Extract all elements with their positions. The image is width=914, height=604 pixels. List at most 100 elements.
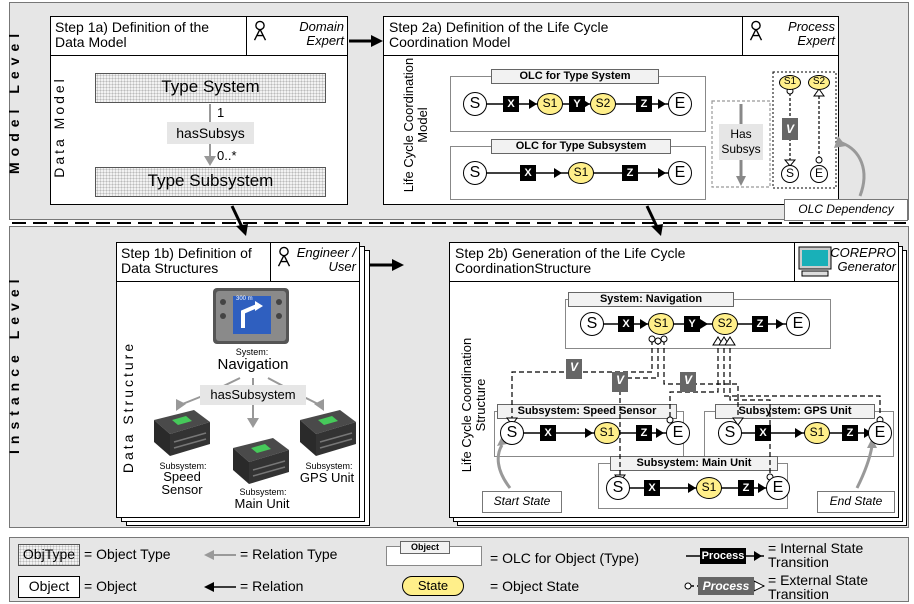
card-bottom: 0..* — [217, 148, 237, 163]
state-E: E — [668, 161, 692, 185]
state-S1: S1 — [696, 477, 722, 499]
proc-Z: Z — [738, 480, 754, 496]
proc-Z: Z — [636, 425, 652, 441]
ecu-device-icon — [233, 438, 289, 484]
state-E: E — [666, 421, 690, 445]
ecu-device-icon — [154, 410, 210, 456]
step2b-title: Step 2b) Generation of the Life Cycle Co… — [455, 245, 686, 276]
state-S: S — [463, 161, 487, 185]
legend-state-text: = Object State — [490, 578, 580, 594]
state-E: E — [868, 421, 892, 445]
legend-olc-text: = OLC for Object (Type) — [490, 550, 639, 566]
proc-X: X — [755, 425, 771, 441]
state-S: S — [580, 312, 604, 336]
step2a-title: Step 2a) Definition of the Life Cycle Co… — [389, 19, 609, 50]
proc-Y: Y — [569, 96, 585, 112]
step2a-role-divider — [742, 16, 743, 55]
state-E: E — [668, 92, 692, 116]
subsystem-gps-name: GPS Unit — [299, 470, 355, 485]
state-S: S — [463, 92, 487, 116]
v-dependency: V — [680, 372, 696, 392]
system-label: System: — [235, 347, 269, 357]
state-S: S — [500, 421, 524, 445]
subsystem-speed-name: Speed Sensor — [161, 469, 203, 497]
state-E: E — [810, 165, 828, 183]
relation-label: hasSubsys — [167, 122, 254, 144]
v-dependency: V — [782, 118, 798, 140]
subsystem-main-label: Subsystem: — [239, 487, 287, 497]
has-subsys-label: Has Subsys — [719, 124, 763, 160]
state-S1: S1 — [594, 422, 620, 444]
step1b-title: Step 1b) Definition of Data Structures — [121, 245, 252, 276]
olc-subsystem-gps-title: Subsystem: GPS Unit — [715, 404, 875, 419]
legend-state-box: State — [402, 576, 464, 596]
step1a-divider — [50, 55, 348, 56]
olc-type-subsystem-title: OLC for Type Subsystem — [491, 139, 671, 154]
olc-type-system-title: OLC for Type System — [491, 69, 659, 84]
step1b-role-divider — [270, 242, 271, 281]
state-E: E — [786, 312, 810, 336]
proc-Z: Z — [842, 425, 858, 441]
step2b-divider — [449, 281, 899, 282]
step1a-role-divider — [246, 16, 247, 55]
legend-object-box: Object — [18, 576, 80, 598]
state-S: S — [781, 165, 799, 183]
state-S2: S2 — [712, 313, 738, 335]
step2b-role-divider — [794, 242, 795, 281]
olc-subsystem-main-title: Subsystem: Main Unit — [610, 456, 778, 471]
proc-Y: Y — [684, 316, 700, 332]
card-top: 1 — [217, 105, 225, 120]
state-S: S — [606, 476, 630, 500]
v-dependency: V — [612, 372, 628, 392]
legend-internal-box: Process — [700, 548, 746, 564]
navigation-device-icon — [213, 288, 289, 344]
proc-X: X — [644, 480, 660, 496]
state-S1: S1 — [568, 162, 594, 184]
ecu-device-icon — [300, 410, 356, 456]
start-state-callout: Start State — [482, 491, 562, 513]
olc-system-navigation-title: System: Navigation — [568, 292, 734, 307]
legend-olc-title: Object — [400, 541, 450, 554]
legend-reltype-text: = Relation Type — [240, 546, 338, 562]
subsystem-main-name: Main Unit — [234, 496, 290, 511]
proc-Z: Z — [752, 316, 768, 332]
person-icon — [277, 246, 291, 267]
subsystem-speed-label: Subsystem: — [159, 461, 207, 471]
legend-external-box: Process — [698, 577, 754, 595]
legend-object-text: = Object — [84, 578, 137, 594]
step1a-role: Domain Expert — [299, 19, 344, 48]
state-E: E — [766, 476, 790, 500]
subsystem-gps-label: Subsystem: — [305, 461, 353, 471]
step2b-role: COREPRO Generator — [830, 245, 896, 274]
type-subsystem-box: Type Subsystem — [95, 167, 326, 197]
state-S2: S2 — [590, 93, 616, 115]
state-S1: S1 — [804, 422, 830, 444]
state-S1: S1 — [648, 313, 674, 335]
screen-text: 300 m — [236, 296, 253, 302]
legend-relation-arrow — [204, 582, 236, 592]
computer-icon — [798, 246, 832, 277]
v-dependency: V — [566, 359, 582, 379]
proc-X: X — [618, 316, 634, 332]
system-name: Navigation — [217, 356, 289, 373]
person-icon — [253, 20, 267, 41]
proc-Z: Z — [622, 165, 638, 181]
proc-X: X — [520, 165, 536, 181]
olc-dependency-callout: OLC Dependency — [784, 199, 908, 221]
type-system-box: Type System — [95, 73, 326, 103]
step2a-divider — [383, 55, 839, 56]
proc-X: X — [503, 96, 519, 112]
person-icon — [749, 20, 763, 41]
legend-external-text: = External State Transition — [768, 572, 869, 602]
end-state-callout: End State — [817, 491, 895, 513]
step1b-divider — [116, 281, 360, 282]
step1a-title: Step 1a) Definition of the Data Model — [55, 19, 210, 50]
legend-reltype-arrow — [204, 550, 236, 560]
state-S1: S1 — [779, 75, 801, 90]
olc-subsystem-speed-title: Subsystem: Speed Sensor — [497, 404, 677, 419]
legend-objtype-text: = Object Type — [84, 546, 171, 562]
state-S1: S1 — [537, 93, 563, 115]
hassubsystem-label: hasSubsystem — [200, 385, 306, 405]
